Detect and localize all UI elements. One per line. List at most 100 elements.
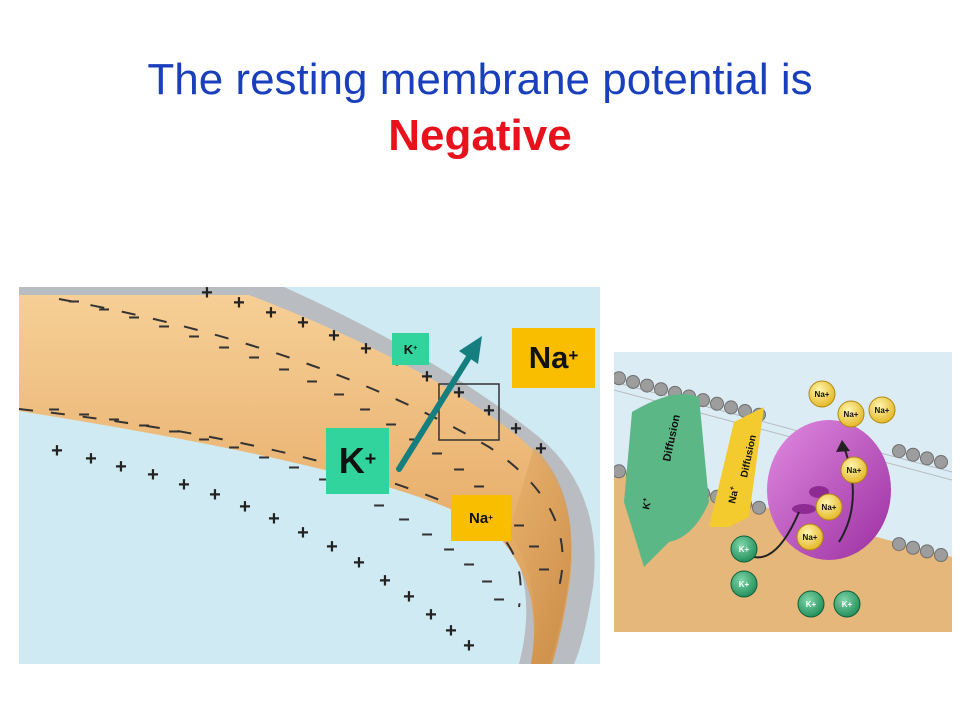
inside-minus-sign: – — [48, 398, 59, 420]
inside-minus-sign: – — [258, 446, 269, 468]
outside-plus-sign: + — [326, 536, 338, 558]
inside-minus-sign: – — [528, 535, 539, 557]
outside-plus-sign: + — [379, 570, 391, 592]
inside-minus-sign: – — [128, 306, 139, 328]
phospholipid-head — [934, 455, 948, 470]
sodium-ion — [796, 523, 824, 551]
zoom-box — [438, 383, 500, 441]
sodium-label-small: Na+ — [451, 495, 511, 541]
sodium-ion — [837, 400, 865, 428]
sodium-ion-label: Na+ — [875, 406, 890, 415]
inside-minus-sign: – — [138, 414, 149, 436]
potassium-ion — [833, 590, 861, 618]
inside-minus-sign: – — [493, 588, 504, 610]
outside-plus-sign: + — [425, 604, 437, 626]
sodium-ion-label: Na+ — [803, 533, 818, 542]
phospholipid-head — [640, 378, 654, 393]
phospholipid-head — [906, 540, 920, 555]
outside-plus-sign: + — [535, 438, 547, 460]
potassium-label-small: K+ — [392, 333, 429, 365]
outside-plus-sign: + — [178, 474, 190, 496]
outside-plus-sign: + — [51, 440, 63, 462]
outside-plus-sign: + — [483, 400, 495, 422]
efflux-arrowhead — [459, 336, 482, 364]
inside-minus-sign: – — [538, 558, 549, 580]
outside-plus-sign: + — [239, 496, 251, 518]
potassium-ion — [730, 535, 758, 563]
inside-minus-sign: – — [333, 383, 344, 405]
sodium-potassium-pump-inset: Na+Na+Na+Na+Na+Na+ K+K+K+K+ K+ Diffusion… — [614, 352, 952, 632]
outside-plus-sign: + — [147, 464, 159, 486]
inside-minus-sign: – — [278, 358, 289, 380]
inside-minus-sign: – — [408, 428, 419, 450]
outside-plus-sign: + — [445, 620, 457, 642]
potassium-ion-label: K+ — [739, 545, 750, 554]
outside-plus-sign: + — [115, 456, 127, 478]
inside-minus-sign: – — [431, 442, 442, 464]
pump-illustration: Na+Na+Na+Na+Na+Na+ K+K+K+K+ K+ Diffusion… — [614, 352, 952, 632]
inside-minus-sign: – — [443, 538, 454, 560]
outside-plus-sign: + — [233, 292, 245, 314]
inside-minus-sign: – — [198, 428, 209, 450]
inside-minus-sign: – — [68, 290, 79, 312]
inside-minus-sign: – — [398, 508, 409, 530]
inside-minus-sign: – — [513, 514, 524, 536]
sodium-ion — [840, 456, 868, 484]
pump-protein — [767, 420, 891, 560]
phospholipid-head — [752, 500, 766, 515]
outside-plus-sign: + — [421, 366, 433, 388]
potassium-ion — [797, 590, 825, 618]
sodium-label-large: Na+ — [512, 328, 595, 388]
outside-plus-sign: + — [297, 312, 309, 334]
phospholipid-head — [892, 537, 906, 552]
inside-minus-sign: – — [453, 458, 464, 480]
outside-plus-sign: + — [353, 552, 365, 574]
phospholipid-head — [892, 444, 906, 459]
axon-membrane-illustration: ++++++++++++ ++++++++++++++++ ––––––––––… — [19, 287, 595, 664]
sodium-ion-label: Na+ — [844, 410, 859, 419]
inside-minus-sign: – — [228, 436, 239, 458]
inside-minus-sign: – — [108, 408, 119, 430]
inside-minus-sign: – — [158, 315, 169, 337]
inside-minus-sign: – — [218, 336, 229, 358]
inside-minus-sign: – — [78, 403, 89, 425]
phospholipid-head — [934, 548, 948, 563]
outside-plus-sign: + — [510, 418, 522, 440]
phospholipid-head — [654, 382, 668, 397]
sodium-ion-label: Na+ — [847, 466, 862, 475]
sodium-ion-label: Na+ — [815, 390, 830, 399]
inside-minus-sign: – — [306, 370, 317, 392]
potassium-ion-label: K+ — [739, 580, 750, 589]
phospholipid-head — [626, 374, 640, 389]
outside-plus-sign: + — [403, 586, 415, 608]
inside-minus-sign: – — [188, 325, 199, 347]
efflux-arrow — [396, 346, 477, 472]
inside-minus-sign: – — [481, 570, 492, 592]
phospholipid-head — [906, 447, 920, 462]
inside-minus-sign: – — [421, 523, 432, 545]
outside-plus-sign: + — [265, 302, 277, 324]
diffusion-label-na: Na+ — [726, 486, 741, 505]
inside-minus-sign: – — [473, 475, 484, 497]
outside-plus-sign: + — [297, 522, 309, 544]
outside-plus-sign: + — [268, 508, 280, 530]
phospholipid-head — [920, 451, 934, 466]
potassium-label-large: K+ — [326, 428, 389, 494]
cytoplasm — [19, 295, 572, 664]
inside-minus-sign: – — [373, 494, 384, 516]
inside-minus-sign: – — [98, 298, 109, 320]
outside-plus-sign: + — [85, 448, 97, 470]
outside-plus-sign: + — [201, 287, 213, 304]
phospholipid-head — [920, 544, 934, 559]
sodium-ion — [815, 493, 843, 521]
sodium-ion — [868, 396, 896, 424]
outside-plus-sign: + — [463, 635, 475, 657]
phospholipid-head — [710, 396, 724, 411]
inside-minus-sign: – — [463, 553, 474, 575]
inside-minus-sign: – — [288, 456, 299, 478]
inside-minus-sign: – — [168, 420, 179, 442]
title-line-1: The resting membrane potential is — [147, 55, 813, 104]
phospholipid-head — [724, 400, 738, 415]
potassium-ion — [730, 570, 758, 598]
inside-minus-sign: – — [248, 346, 259, 368]
